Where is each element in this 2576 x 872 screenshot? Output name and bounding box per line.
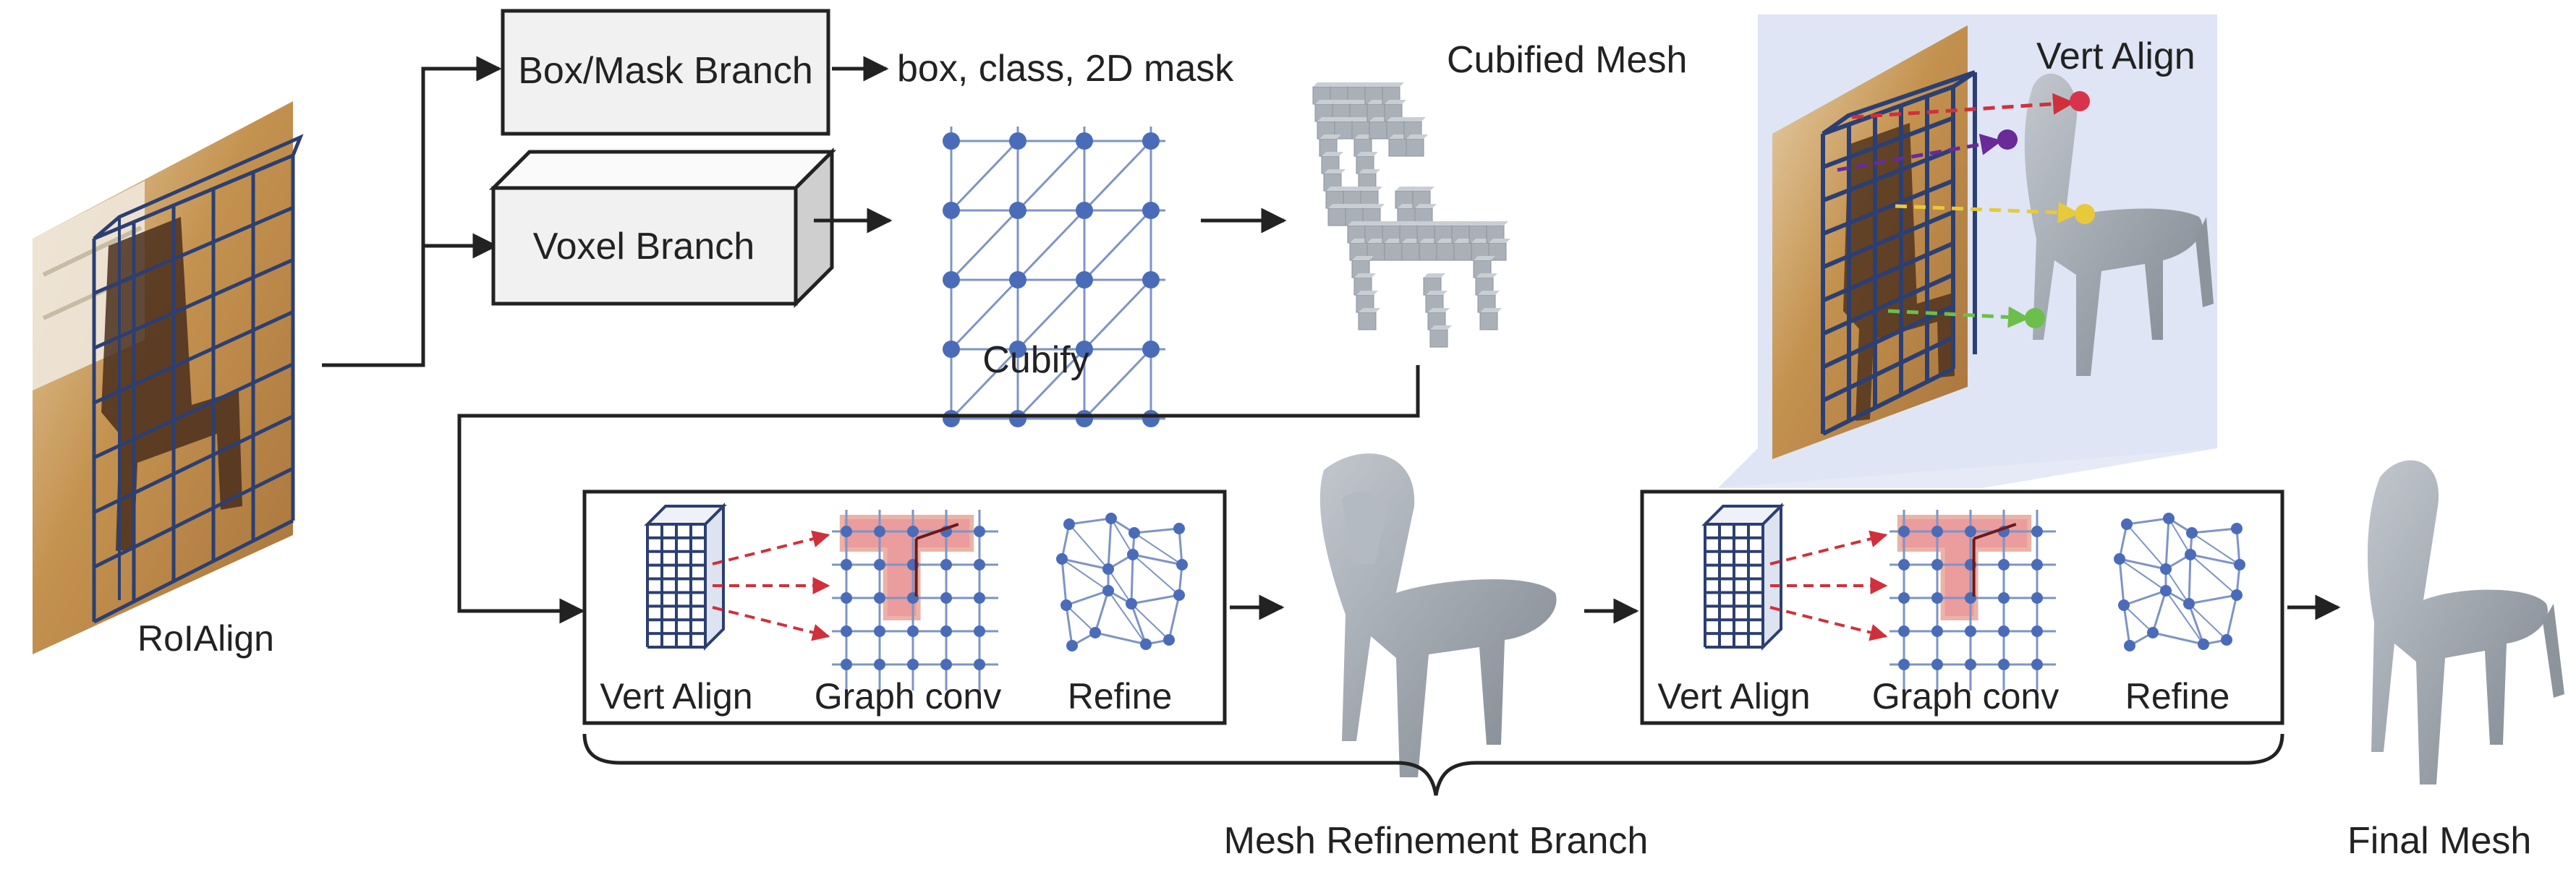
stage1-feature-grid xyxy=(644,503,830,651)
box-mask-branch-box xyxy=(501,9,830,136)
roi-grid xyxy=(92,134,304,624)
final-mesh-label: Final Mesh xyxy=(2347,820,2531,862)
cubify-label: Cubify xyxy=(982,339,1089,381)
final-mesh xyxy=(2367,460,2564,785)
stage2-vert-align-label: Vert Align xyxy=(1657,676,1810,717)
stage2-refine-graph xyxy=(2114,513,2245,651)
roialign-label: RoIAlign xyxy=(137,618,274,659)
zoom-wedge xyxy=(1718,448,2217,488)
stage1-refine-label: Refine xyxy=(1068,676,1173,717)
vert-align-mesh-chair xyxy=(2024,73,2214,376)
stage2-graph-conv xyxy=(1890,510,2056,691)
roi-connectors xyxy=(322,56,502,367)
mesh-refinement-branch-label: Mesh Refinement Branch xyxy=(1224,820,1649,862)
box-mask-branch-label: Box/Mask Branch xyxy=(518,50,813,92)
refinement-brace xyxy=(582,733,2284,796)
stage2-feature-grid xyxy=(1701,503,1888,651)
stage1-graph-conv-label: Graph conv xyxy=(815,676,1001,717)
stage1-graph-conv xyxy=(832,510,998,691)
feature-sampling-arrows xyxy=(1837,93,2080,328)
cubified-mesh xyxy=(1312,82,1510,348)
cubified-mesh-label: Cubified Mesh xyxy=(1447,39,1687,81)
voxel-branch-box xyxy=(488,147,837,309)
voxel-branch-label: Voxel Branch xyxy=(533,226,754,268)
stage1-refine-graph xyxy=(1056,513,1188,651)
box-outputs-label: box, class, 2D mask xyxy=(897,48,1234,90)
sampled-vertices xyxy=(1997,91,2095,328)
cubify-graph xyxy=(943,127,1165,427)
cubified-to-refine-connector xyxy=(457,365,1420,624)
stage2-refine-label: Refine xyxy=(2125,676,2230,717)
vert-align-top-label: Vert Align xyxy=(2036,35,2195,77)
stage1-vert-align-label: Vert Align xyxy=(600,676,752,717)
intermediate-mesh xyxy=(1319,453,1557,777)
stage2-graph-conv-label: Graph conv xyxy=(1872,676,2059,717)
